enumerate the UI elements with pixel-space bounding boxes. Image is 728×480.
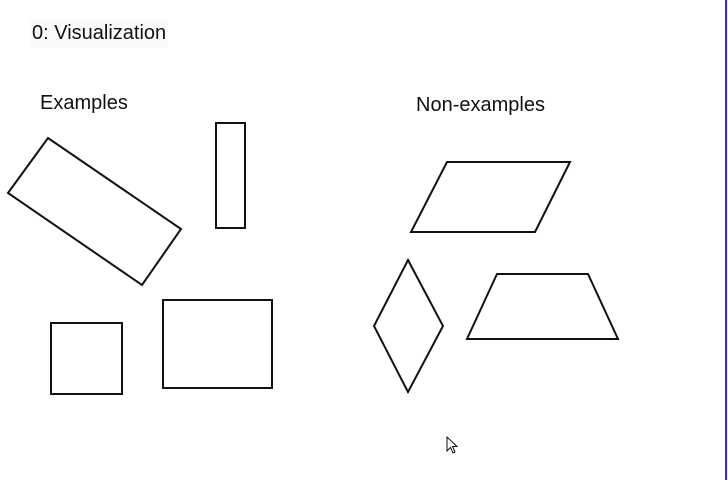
tall-rectangle — [215, 122, 246, 229]
square — [50, 322, 123, 395]
window-edge — [725, 0, 727, 480]
examples-label: Examples — [40, 92, 128, 114]
rhombus — [372, 257, 445, 395]
mouse-cursor-icon — [446, 435, 459, 454]
rotated-rectangle — [6, 136, 183, 287]
parallelogram — [409, 161, 572, 233]
rectangle — [162, 299, 273, 389]
non-examples-label: Non-examples — [416, 94, 545, 116]
slide-title: 0: Visualization — [30, 20, 169, 48]
trapezoid — [465, 273, 620, 340]
